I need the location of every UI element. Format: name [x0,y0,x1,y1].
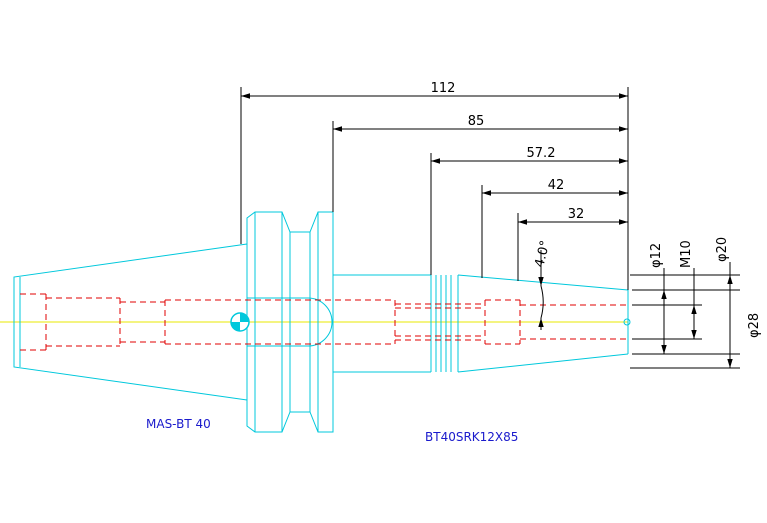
dim-57-2: 57.2 [527,146,556,161]
dim-dia12: φ12 [649,243,664,268]
nose-point [623,318,631,326]
dim-32: 32 [568,207,585,222]
label-holder-standard: MAS-BT 40 [146,417,211,431]
taper-shank [13,243,248,401]
angle-arc [540,285,544,319]
dim-dia28: φ28 [747,313,762,338]
dimension-lines [240,87,740,369]
holder-outline [13,211,631,433]
dim-dia20: φ20 [715,237,730,262]
label-part-number: BT40SRK12X85 [425,430,518,444]
drive-slot [247,297,333,347]
dim-42: 42 [548,178,565,193]
flange [246,211,334,433]
gauge-symbol [230,312,250,332]
dim-m10: M10 [679,240,694,268]
dim-112: 112 [431,81,456,96]
dim-85: 85 [468,114,485,129]
dim-angle: 4.0° [532,239,553,269]
hidden-bore [20,293,628,351]
